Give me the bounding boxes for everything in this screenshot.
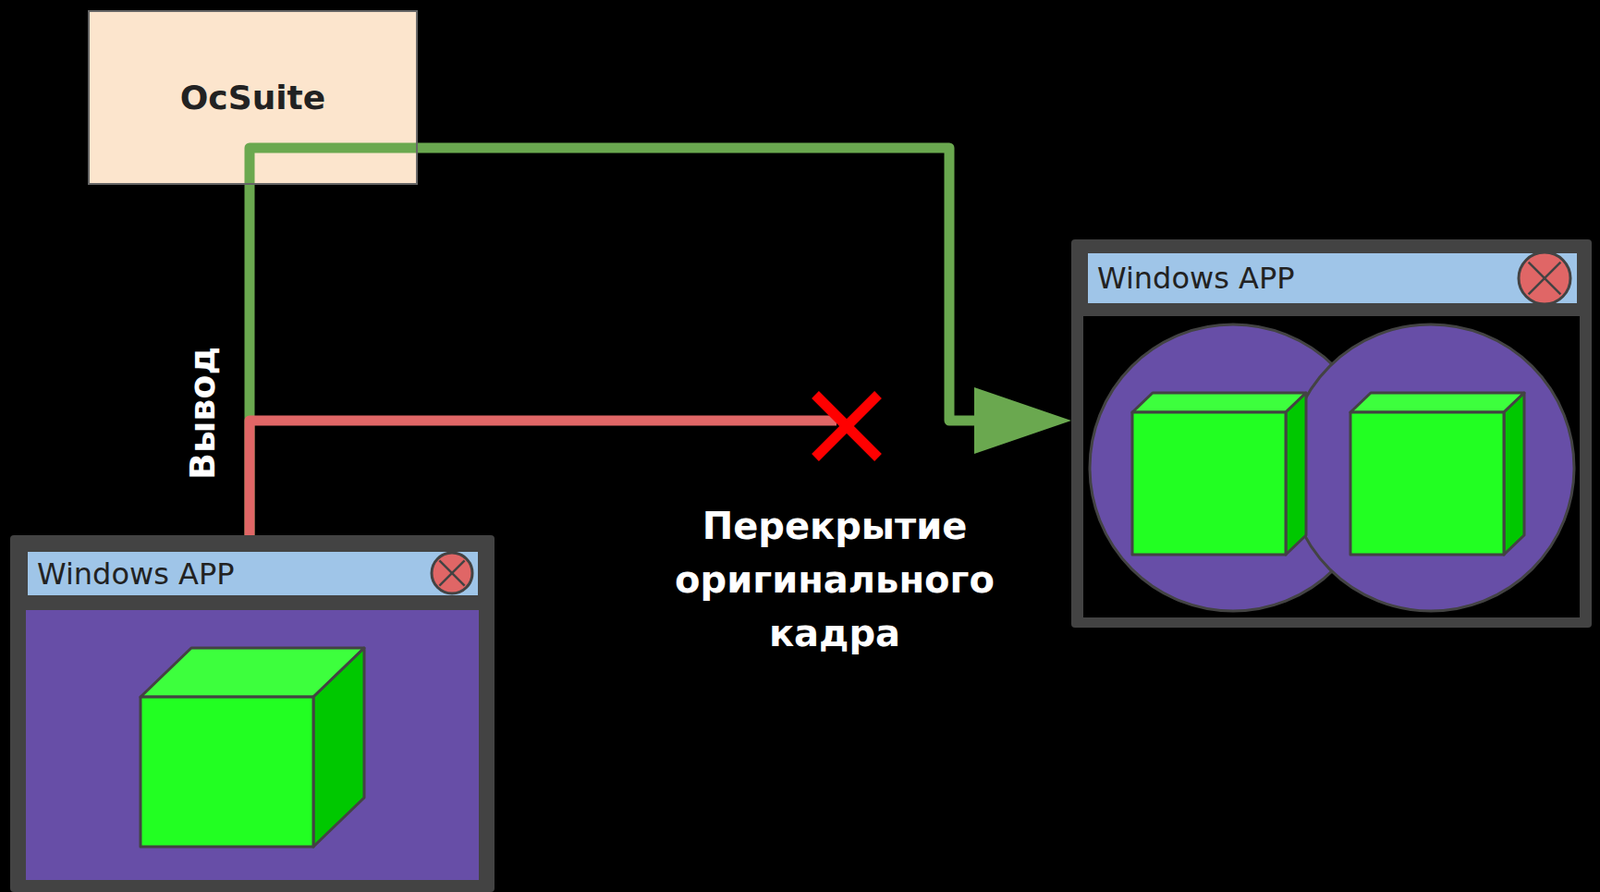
- eye-view-circle: [1287, 324, 1575, 611]
- cube-side: [1285, 392, 1307, 555]
- cross-stroke: [815, 394, 879, 458]
- title-bar: Windows APP: [1087, 253, 1577, 304]
- window-content: [25, 610, 479, 880]
- window-content: [1083, 316, 1580, 618]
- close-cross: [439, 560, 465, 586]
- cube-top: [1350, 392, 1525, 413]
- close-circle: [431, 552, 473, 594]
- cube: [1132, 392, 1307, 555]
- cube-front: [140, 696, 314, 847]
- note-label: Перекрытие оригинального кадра: [631, 499, 1039, 660]
- cube-side: [313, 647, 365, 847]
- output-line-segment: [249, 147, 416, 184]
- cube-side: [1503, 392, 1525, 555]
- process-box: OcSuite: [87, 10, 418, 185]
- app-window: Windows APP: [10, 535, 495, 892]
- cube-front: [1132, 412, 1286, 555]
- cube-top: [1132, 392, 1307, 413]
- title-bar: Windows APP: [27, 551, 478, 596]
- output-label: Вывод: [182, 346, 223, 480]
- close-circle: [1518, 253, 1571, 304]
- cube-front: [1350, 412, 1504, 555]
- frame-illustration: [1083, 316, 1580, 618]
- app-window: Windows APP: [1071, 239, 1592, 628]
- frame-illustration: [25, 610, 479, 880]
- close-cross: [1528, 262, 1562, 295]
- cube: [140, 647, 365, 847]
- close-cross: [439, 560, 465, 586]
- arrowhead: [974, 387, 1072, 454]
- window-title: Windows APP: [1097, 260, 1295, 296]
- window-title: Windows APP: [36, 556, 235, 592]
- block-cross: [815, 394, 879, 458]
- connector: [417, 147, 1072, 454]
- box-title: OcSuite: [180, 78, 326, 117]
- connector-line: [417, 147, 1016, 421]
- cube: [1350, 392, 1525, 555]
- close-cross: [1528, 262, 1562, 295]
- cross-stroke: [815, 394, 879, 458]
